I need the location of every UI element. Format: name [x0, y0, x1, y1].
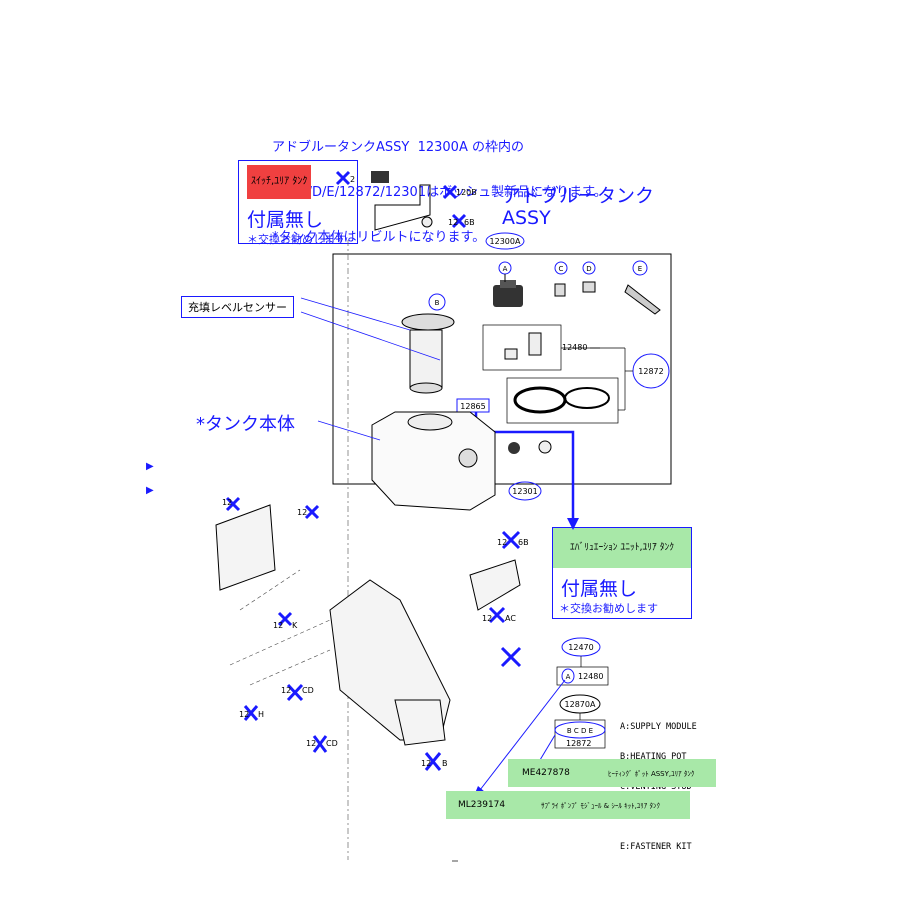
- evap-box: ｴﾊﾞﾘｭｴｰｼｮﾝ ﾕﾆｯﾄ,ﾕﾘｱ ﾀﾝｸ 付属無し ＊交換お勧めします: [552, 527, 692, 619]
- assy-frame: [332, 253, 672, 485]
- parts-row-name: ｻﾌﾟﾗｲ ﾎﾟﾝﾌﾟ ﾓｼﾞｭｰﾙ & ｼｰﾙ ｷｯﾄ,ﾕﾘｱ ﾀﾝｸ: [541, 802, 661, 810]
- label-12872-b: 12872: [566, 739, 591, 748]
- assy-title-line2: ASSY: [502, 207, 551, 229]
- label-12301: 12301: [512, 487, 537, 496]
- top-note-line3: *タンク本体はリビルトになります。: [272, 230, 486, 245]
- letter-c: C: [559, 265, 564, 273]
- frag-12xH: 12: [239, 710, 249, 719]
- frag-120B: 120B: [456, 188, 477, 197]
- frag-CD-2: CD: [326, 739, 338, 748]
- label-12865: 12865: [460, 402, 485, 411]
- evap-green-label: ｴﾊﾞﾘｭｴｰｼｮﾝ ﾕﾆｯﾄ,ﾕﾘｱ ﾀﾝｸ: [553, 528, 691, 568]
- frag-12x6B: 12: [448, 218, 458, 227]
- frag-12x6B-2: 12: [497, 538, 507, 547]
- parts-row: ML239174 ｻﾌﾟﾗｲ ﾎﾟﾝﾌﾟ ﾓｼﾞｭｰﾙ & ｼｰﾙ ｷｯﾄ,ﾕﾘ…: [446, 791, 690, 819]
- switch-box: ｽｲｯﾁ,ﾕﾘｱ ﾀﾝｸ 付属無し ＊交換お勧めします: [238, 160, 358, 246]
- label-bcde: B C D E: [567, 727, 593, 735]
- legend-item: C:VENTING STUD: [620, 782, 692, 792]
- fastener-kit-drawing: [624, 284, 661, 315]
- parts-row-name: ﾋｰﾃｨﾝｸﾞ ﾎﾟｯﾄ ASSY,ﾕﾘｱ ﾀﾝｸ: [608, 770, 695, 778]
- supply-module-drawing: [493, 274, 523, 307]
- label-12300A: 12300A: [490, 237, 521, 246]
- ring-drawing: [513, 386, 567, 414]
- side-arrow-icon: ▶: [146, 485, 154, 496]
- frag-12xAC: 12: [482, 614, 492, 623]
- switch-red-label: ｽｲｯﾁ,ﾕﾘｱ ﾀﾝｸ: [247, 165, 312, 199]
- strainer-drawing: [582, 281, 596, 293]
- switch-recommend: ＊交換お勧めします: [247, 233, 346, 246]
- arrow-to-evap: [489, 430, 575, 520]
- frag-12xCD-2: 12: [306, 739, 316, 748]
- evap-recommend: ＊交換お勧めします: [559, 602, 658, 615]
- label-12470: 12470: [568, 643, 593, 652]
- side-arrow-icon: ▶: [146, 461, 154, 472]
- switch-bracket-drawing: [371, 171, 433, 231]
- top-note-line1: アドブルータンクASSY 12300A の枠内の: [272, 140, 524, 155]
- assy-title-line1: アドブルータンク: [502, 185, 655, 207]
- frag-AC: AC: [505, 614, 516, 623]
- seal-drawing: [564, 387, 610, 409]
- label-12480-b: 12480: [578, 672, 603, 681]
- frag-B: B: [442, 759, 448, 768]
- top-note-line2: A/B/C/D/E/12872/12301はボッシュ製新品になります。: [272, 185, 607, 200]
- switch-not-included: 付属無し: [247, 209, 324, 231]
- frag-6B-2: 6B: [518, 538, 529, 547]
- letter-d: D: [586, 265, 591, 273]
- cross-marks: [225, 170, 522, 771]
- label-12480: 12480: [562, 343, 587, 352]
- heating-pot-drawing: [401, 313, 455, 394]
- level-sensor-label: 充填レベルセンサー: [181, 296, 294, 318]
- letter-b: B: [435, 299, 440, 307]
- legend-item: E:FASTENER KIT: [620, 842, 692, 852]
- evap-not-included: 付属無し: [561, 578, 638, 600]
- frag-12xxB: 12: [222, 498, 232, 507]
- frag-K: K: [292, 621, 298, 630]
- letter-a-2: A: [566, 673, 571, 681]
- label-12872: 12872: [638, 367, 663, 376]
- parts-row-code: ML239174: [458, 800, 506, 810]
- top-note: アドブルータンクASSY 12300A の枠内の A/B/C/D/E/12872…: [272, 110, 607, 260]
- frag-CD: CD: [302, 686, 314, 695]
- frag-12xxK: 12: [273, 621, 283, 630]
- frag-H: H: [258, 710, 264, 719]
- frag-12xCD: 12: [281, 686, 291, 695]
- frag-12xxR: 12: [297, 508, 307, 517]
- frag-6B: 6B: [464, 218, 475, 227]
- parts-row: ME427878 ﾋｰﾃｨﾝｸﾞ ﾎﾟｯﾄ ASSY,ﾕﾘｱ ﾀﾝｸ: [508, 759, 716, 787]
- parts-row-code: ME427878: [522, 768, 570, 778]
- lower-bracket-drawing: [215, 504, 521, 746]
- assy-title: アドブルータンク ASSY: [502, 185, 654, 229]
- venting-stud-drawing: [554, 283, 566, 297]
- frag-12xB: 12: [421, 759, 431, 768]
- tank-body-label: *タンク本体: [196, 414, 295, 435]
- legend-item: A:SUPPLY MODULE: [620, 722, 697, 732]
- legend-item: B:HEATING POT: [620, 752, 687, 762]
- tank-body-drawing: [371, 411, 496, 511]
- label-12870A: 12870A: [565, 700, 596, 709]
- letter-e: E: [638, 265, 642, 273]
- letter-a: A: [503, 265, 508, 273]
- frag-2: 2: [350, 175, 355, 184]
